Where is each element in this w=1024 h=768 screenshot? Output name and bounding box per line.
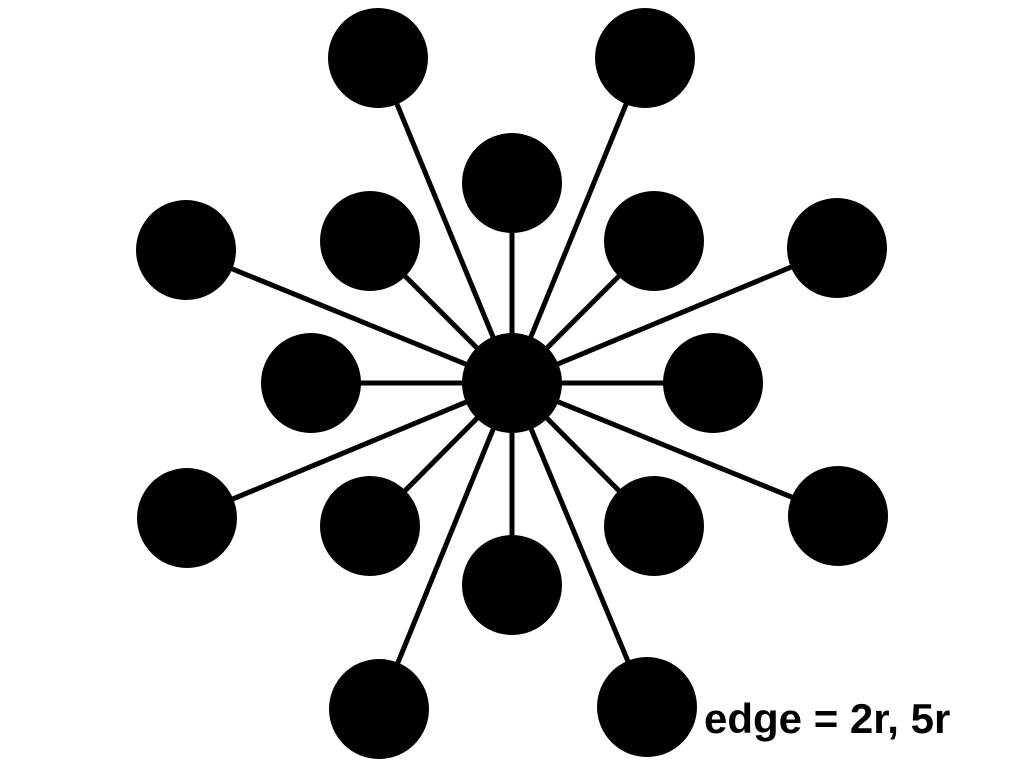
edge (509, 57, 648, 384)
inner-node (604, 191, 704, 291)
edge (186, 380, 513, 521)
inner-node (320, 476, 420, 576)
outer-node (595, 8, 695, 108)
edge (185, 247, 513, 386)
outer-node (597, 657, 697, 757)
outer-node (329, 659, 429, 759)
outer-node (136, 200, 236, 300)
inner-node (261, 333, 361, 433)
outer-node (137, 468, 237, 568)
edge (509, 382, 650, 708)
hub-node (462, 333, 562, 433)
inner-node (320, 191, 420, 291)
edge (375, 57, 515, 384)
inner-node (462, 535, 562, 635)
edge (511, 245, 838, 386)
outer-node (787, 198, 887, 298)
edge (376, 382, 515, 710)
outer-node (328, 8, 428, 108)
outer-node (788, 466, 888, 566)
edge (511, 380, 839, 519)
edge-length-caption: edge = 2r, 5r (704, 695, 951, 742)
inner-node (604, 476, 704, 576)
inner-node (663, 333, 763, 433)
inner-node (462, 133, 562, 233)
